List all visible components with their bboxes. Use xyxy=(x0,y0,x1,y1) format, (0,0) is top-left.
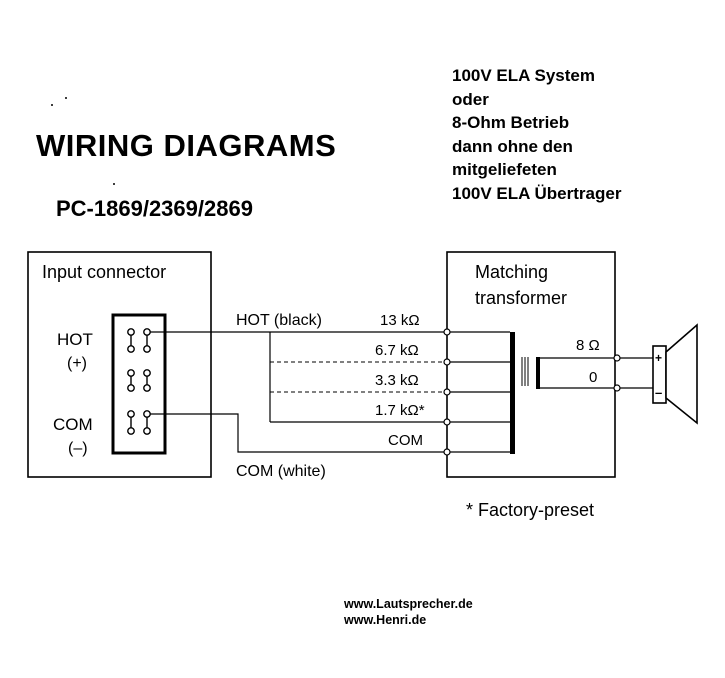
note-line: oder xyxy=(452,89,489,109)
tap-terminal xyxy=(443,448,451,456)
note-line: 100V ELA Übertrager xyxy=(452,183,622,203)
output-label-8ohm: 8 Ω xyxy=(576,337,600,354)
com-sign: (–) xyxy=(68,440,88,457)
note-block: 100V ELA System oder 8-Ohm Betrieb dann … xyxy=(452,64,621,205)
tap-label-1-7k: 1.7 kΩ* xyxy=(375,402,425,419)
hot-label: HOT xyxy=(57,330,93,349)
speck xyxy=(113,183,115,185)
hot-wire-label: HOT (black) xyxy=(236,312,322,329)
terminal-pair-com xyxy=(127,410,151,435)
tap-terminal xyxy=(443,388,451,396)
com-wire-label: COM (white) xyxy=(236,463,326,480)
output-label-0: 0 xyxy=(589,369,597,386)
credit-line: www.Lautsprecher.de xyxy=(344,597,473,611)
speck xyxy=(65,97,67,99)
secondary-winding xyxy=(536,357,540,389)
note-line: dann ohne den xyxy=(452,136,573,156)
tap-terminal xyxy=(443,418,451,426)
com-wire xyxy=(150,413,446,453)
input-connector-label: Input connector xyxy=(42,262,166,282)
transformer-core-icon xyxy=(521,357,529,386)
transformer-label-line2: transformer xyxy=(475,288,567,308)
tap-terminal xyxy=(443,358,451,366)
transformer-box xyxy=(446,251,616,478)
speck xyxy=(51,104,53,106)
tap-label-6-7k: 6.7 kΩ xyxy=(375,342,419,359)
factory-preset-footnote: * Factory-preset xyxy=(466,500,594,520)
primary-winding xyxy=(510,332,515,454)
tap-terminal xyxy=(443,328,451,336)
hot-sign: (+) xyxy=(67,355,87,372)
terminal-block xyxy=(111,313,167,455)
com-label: COM xyxy=(53,415,93,434)
diagram-title: WIRING DIAGRAMS xyxy=(36,128,337,163)
speaker-icon xyxy=(652,323,698,425)
note-line: 100V ELA System xyxy=(452,66,595,85)
output-terminal xyxy=(613,354,621,362)
terminal-pair-hot xyxy=(127,328,151,353)
transformer-label-line1: Matching xyxy=(475,262,548,282)
terminal-pair-middle xyxy=(127,369,151,392)
output-terminal xyxy=(613,384,621,392)
tap-label-3-3k: 3.3 kΩ xyxy=(375,372,419,389)
speaker-minus-label: – xyxy=(655,385,662,400)
tap-label-com: COM xyxy=(388,432,423,449)
model-numbers: PC-1869/2369/2869 xyxy=(56,196,253,221)
note-line: 8-Ohm Betrieb xyxy=(452,113,570,132)
tap-label-13k: 13 kΩ xyxy=(380,312,420,329)
speaker-plus-label: + xyxy=(655,351,662,365)
input-connector-box xyxy=(27,251,212,478)
credits: www.Lautsprecher.de www.Henri.de xyxy=(344,596,473,628)
credit-line: www.Henri.de xyxy=(344,613,427,627)
note-line: mitgeliefeten xyxy=(452,160,557,179)
